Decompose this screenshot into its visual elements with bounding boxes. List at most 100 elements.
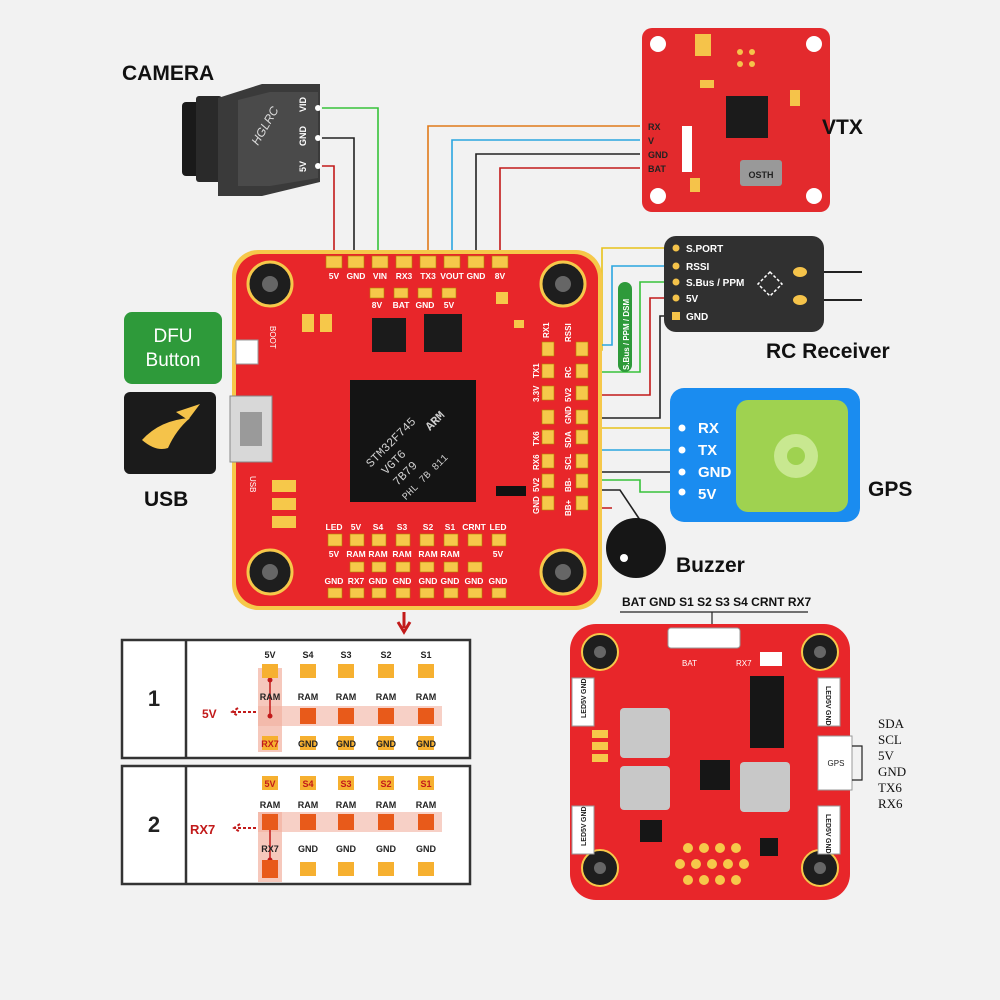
option-1-mid-5: RAM: [416, 692, 437, 702]
rc-receiver-label: RC Receiver: [766, 340, 890, 363]
option-2-arrow-icon: [232, 823, 256, 833]
gps-rx-wire: [589, 427, 682, 436]
fc-bottom-ram-5: RAM: [418, 549, 437, 559]
dfu-button-badge: DFU Button: [124, 312, 222, 384]
gps-pin-rx: RX: [698, 420, 719, 437]
rc-pin-rssi: RSSI: [686, 262, 710, 273]
vtx-board: OSTH RX V GND BAT: [642, 28, 830, 212]
option-1-top-1: 5V: [264, 650, 275, 660]
option-1-mid-1: RAM: [260, 692, 281, 702]
option-1-bot-3: GND: [336, 739, 357, 749]
gps-pin-5v: 5V: [698, 486, 716, 503]
vtx-chip-label: OSTH: [748, 170, 773, 180]
gps-tx-wire: [589, 449, 682, 462]
fc-bottom-ram-3: RAM: [368, 549, 387, 559]
option-2-bot-2: GND: [298, 844, 319, 854]
fc-bottom-top-1: LED: [326, 522, 343, 532]
fc-bottom-top-4: S3: [397, 522, 408, 532]
option-1-bot-5: GND: [416, 739, 437, 749]
fc-right-pads: [541, 341, 589, 511]
camera-vid-wire: [322, 107, 379, 255]
fc-top-pin-6: VOUT: [440, 271, 464, 281]
vtx-pin-bat: BAT: [648, 164, 666, 174]
fc-right-pin-sda: SDA: [564, 431, 573, 448]
fc-bottom-top-7: CRNT: [462, 522, 486, 532]
option-1-arrow-label: 5V: [202, 707, 217, 721]
vtx-rx-wire: [427, 125, 640, 255]
fc-right-pin-gnd: GND: [564, 406, 573, 424]
rc-pin-sbus: S.Bus / PPM: [686, 278, 744, 289]
option-2-bot-1: RX7: [261, 844, 279, 854]
fc-bottom-bot-2: RX7: [348, 576, 365, 586]
usb-label: USB: [144, 488, 188, 511]
dfu-label-line2: Button: [146, 350, 201, 371]
fc-bottom-top-2: 5V: [351, 522, 362, 532]
option-2-bot-3: GND: [336, 844, 357, 854]
gps-gnd-wire: [590, 471, 682, 487]
option-1-panel: 1 5V S4 S3 S2 S1 RAM RAM RAM RAM RAM RX7…: [120, 638, 472, 760]
fc-bottom-bot-8: GND: [489, 576, 508, 586]
down-arrow-icon: [396, 612, 412, 635]
camera-5v-wire: [322, 165, 335, 255]
pdb-side-5v: 5V: [878, 748, 895, 763]
fc-right-pin-bbplus: BB+: [564, 499, 573, 516]
pdb-rx7-label: RX7: [736, 659, 752, 668]
fc-right-pin-rc: RC: [564, 366, 573, 378]
sbus-tag-label: S.Bus / PPM / DSM: [622, 299, 631, 370]
pdb-bat-label: BAT: [682, 659, 697, 668]
option-1-bot-1: RX7: [261, 739, 279, 749]
option-2-mid-4: RAM: [376, 800, 397, 810]
fc-top-pin-2: GND: [347, 271, 366, 281]
camera-pin-vid: VID: [298, 96, 308, 112]
fc-right-pin-5v2b: 5V2: [532, 477, 541, 492]
option-2-mid-2: RAM: [298, 800, 319, 810]
option-1-bot-2: GND: [298, 739, 319, 749]
option-2-bot-4: GND: [376, 844, 397, 854]
option-2-number: 2: [148, 812, 160, 837]
pdb-left-top-gnd: GND: [581, 678, 588, 694]
camera-gnd-wire: [322, 137, 355, 255]
camera-pin-5v: 5V: [298, 161, 308, 172]
option-1-arrow-icon: [230, 707, 256, 717]
fc-top-pin-3: VIN: [373, 271, 387, 281]
fc-bottom-bot-7: GND: [465, 576, 484, 586]
rc-pin-sport: S.PORT: [686, 244, 723, 255]
option-1-mid-4: RAM: [376, 692, 397, 702]
vtx-pin-rx: RX: [648, 122, 661, 132]
fc-bottom-ram-2: RAM: [346, 549, 365, 559]
buzzer: [606, 518, 666, 578]
camera-label: CAMERA: [122, 62, 214, 85]
pdb-side-sda: SDA: [878, 716, 905, 731]
gps-pin-gnd: GND: [698, 464, 732, 481]
fc-right-pin-3v3: 3.3V: [532, 385, 541, 402]
fc-top-pin-1: 5V: [329, 271, 340, 281]
option-2-mid-1: RAM: [260, 800, 281, 810]
option-2-bot-5: GND: [416, 844, 437, 854]
vtx-bat-wire: [499, 167, 640, 255]
option-1-top-2: S4: [302, 650, 313, 660]
fc-top-row2-pin-4: 5V: [444, 300, 455, 310]
pdb-right-bot-gnd: GND: [824, 838, 831, 854]
gps-module: RX TX GND 5V: [670, 388, 860, 522]
flight-controller: 5V GND VIN RX3 TX3 VOUT GND 8V 8V BAT GN…: [229, 250, 602, 610]
boot-label: BOOT: [268, 326, 277, 349]
fc-bottom-top-5: S2: [423, 522, 434, 532]
fc-right-pin-rx6: RX6: [532, 454, 541, 470]
option-1-mid-3: RAM: [336, 692, 357, 702]
fc-bottom-bot-1: GND: [325, 576, 344, 586]
fc-bottom-pads: [327, 533, 507, 599]
pdb-header-label: BAT GND S1 S2 S3 S4 CRNT RX7: [622, 595, 811, 609]
fc-bottom-ram-1: 5V: [329, 549, 340, 559]
option-2-arrow-label: RX7: [190, 822, 215, 837]
pdb-left-bot-gnd: GND: [581, 806, 588, 822]
fc-bottom-top-6: S1: [445, 522, 456, 532]
rc-pin-5v: 5V: [686, 294, 699, 305]
pdb-right-top-5v: 5V: [824, 700, 831, 709]
fc-bottom-bot-4: GND: [393, 576, 412, 586]
option-2-top-5: S1: [420, 779, 431, 789]
vtx-label: VTX: [822, 116, 863, 139]
usb-logo: [124, 392, 216, 474]
option-2-panel: 2 5V S4 S3 S2 S1 RAM RAM RAM RAM RAM RX7…: [120, 764, 472, 886]
rc-sbus-wire: [590, 281, 676, 373]
rc-sport-wire: [590, 247, 676, 351]
